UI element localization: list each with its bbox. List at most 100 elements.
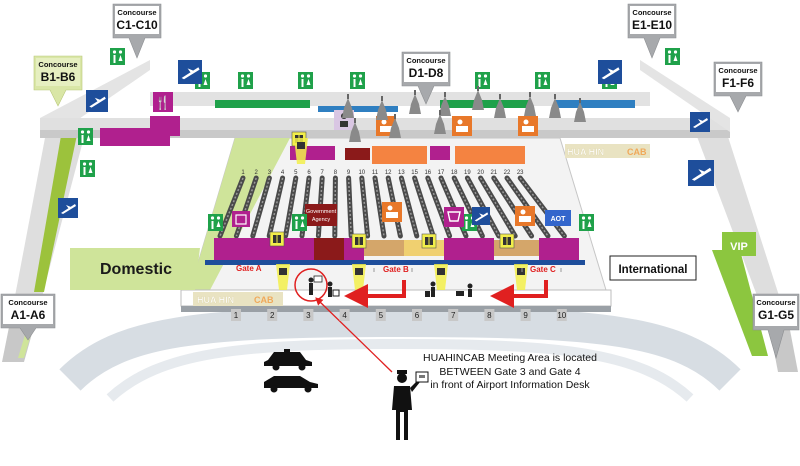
luggage-icon xyxy=(232,211,250,227)
government-label-1: Government xyxy=(306,209,337,215)
service-icons xyxy=(232,110,538,227)
door xyxy=(231,309,241,321)
departure-icon xyxy=(86,90,108,112)
government-agency: Government Agency xyxy=(305,204,337,226)
service-desk-icon xyxy=(518,116,538,136)
passenger-pictograms xyxy=(327,281,473,297)
checkin-row xyxy=(217,175,246,239)
restroom-icon xyxy=(80,160,95,177)
huahincab-sign-upper: HUA HIN CAB xyxy=(565,144,650,158)
concourse-a-code: A1-A6 xyxy=(11,308,46,322)
door-number: 8 xyxy=(487,311,492,320)
huahincab-sign-lower: HUA HIN CAB xyxy=(193,292,283,306)
svg-text:CAB: CAB xyxy=(254,295,274,305)
concourse-a-title: Concourse xyxy=(8,298,47,307)
direction-arrows xyxy=(344,280,548,308)
checkin-number: 21 xyxy=(490,170,497,176)
checkin-row-belt xyxy=(361,177,369,237)
restroom-icon xyxy=(475,72,490,89)
service-desk-icon xyxy=(452,116,472,136)
checkin-row-belt xyxy=(347,177,352,237)
departure-icon xyxy=(688,160,714,186)
door-number: 2 xyxy=(270,311,275,320)
concourse-b-code: B1-B6 xyxy=(41,70,76,84)
pagoda-icon xyxy=(549,94,561,118)
checkin-row xyxy=(250,175,272,239)
door-number: 4 xyxy=(342,311,347,320)
concourse-d-title: Concourse xyxy=(406,56,445,65)
escalator-markers xyxy=(276,138,528,290)
limousine-icon xyxy=(264,376,318,393)
pagoda-icon xyxy=(409,90,421,114)
pagoda-icon xyxy=(434,110,446,134)
gate-c-label: Gate C xyxy=(530,265,556,274)
door xyxy=(375,309,386,321)
checkin-number: 13 xyxy=(398,170,405,176)
concourse-g-title: Concourse xyxy=(756,298,795,307)
pagoda-icon xyxy=(494,94,506,118)
door xyxy=(556,309,567,321)
svg-text:HUA HIN: HUA HIN xyxy=(567,147,604,157)
domestic-label: Domestic xyxy=(100,261,172,278)
door xyxy=(520,309,531,321)
checkin-number: 15 xyxy=(411,170,418,176)
checkin-number: 12 xyxy=(385,170,392,176)
callout-line-3: in front of Airport Information Desk xyxy=(430,379,590,391)
pagoda-icon xyxy=(376,96,388,120)
checkin-row-belt xyxy=(268,177,284,237)
checkin-number: 23 xyxy=(517,170,524,176)
access-road xyxy=(59,306,741,402)
door-number: 10 xyxy=(557,311,566,320)
service-desk-icon xyxy=(382,202,402,222)
checkin-row-belt xyxy=(284,177,297,237)
svg-text:CAB: CAB xyxy=(627,147,647,157)
vip-label: VIP xyxy=(730,241,748,253)
restroom-icon xyxy=(110,48,125,65)
departure-icon xyxy=(472,207,490,225)
restroom-icon xyxy=(238,72,253,89)
checkin-row-belt xyxy=(493,177,533,237)
departure-icon xyxy=(58,198,78,218)
door-number: 9 xyxy=(523,311,528,320)
door-number: 1 xyxy=(234,311,239,320)
checkin-number: 22 xyxy=(504,170,511,176)
service-desk-icon xyxy=(515,206,535,226)
gate-labels: Gate A Gate B Gate C xyxy=(236,264,562,274)
checkin-number: 10 xyxy=(358,170,365,176)
door xyxy=(267,309,278,321)
concourse-c-code: C1-C10 xyxy=(116,18,158,32)
door-number: 5 xyxy=(379,311,384,320)
door-number: 3 xyxy=(306,311,311,320)
checkin-number: 17 xyxy=(438,170,445,176)
checkin-number: 9 xyxy=(347,170,351,176)
door xyxy=(339,309,350,321)
checkin-number: 20 xyxy=(477,170,484,176)
concourse-c-title: Concourse xyxy=(117,8,156,17)
gate-b-label: Gate B xyxy=(383,265,409,274)
door xyxy=(412,309,422,321)
meeting-area-callout: HUAHINCAB Meeting Area is located BETWEE… xyxy=(405,352,615,393)
checkin-number: 7 xyxy=(321,170,325,176)
vip-zone: VIP xyxy=(722,232,756,256)
checkin-number: 6 xyxy=(307,170,311,176)
concourse-d-code: D1-D8 xyxy=(409,66,444,80)
restroom-icon xyxy=(535,72,550,89)
international-label: International xyxy=(618,264,687,276)
restaurant-icon: 🍴 xyxy=(153,92,173,112)
checkin-row xyxy=(412,175,436,239)
shopping-icon xyxy=(444,207,464,227)
checkin-number: 11 xyxy=(372,170,379,176)
restroom-icon xyxy=(298,72,313,89)
concourse-b-title: Concourse xyxy=(38,60,77,69)
escalator-marker xyxy=(294,138,308,164)
restroom-icon xyxy=(579,214,594,231)
meeting-area-marker xyxy=(294,268,393,373)
